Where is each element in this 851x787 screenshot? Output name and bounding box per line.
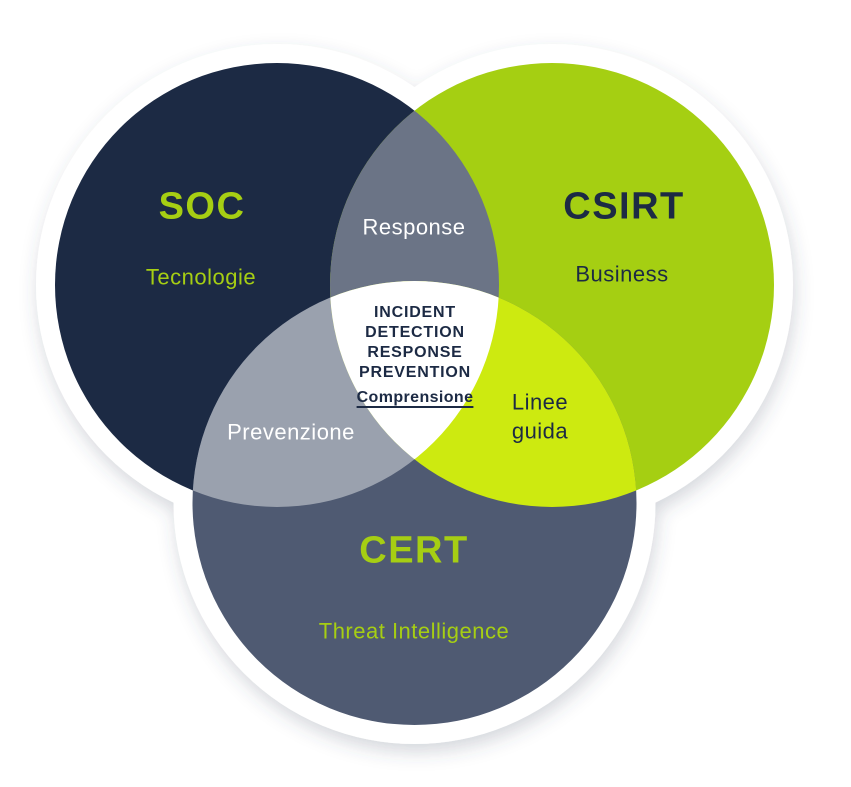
center-line: PREVENTION: [358, 364, 472, 381]
center-line: INCIDENT: [374, 304, 456, 321]
soc-title: SOC: [158, 185, 246, 228]
soc-csirt-overlap-label: Response: [362, 214, 466, 240]
center-text-block: INCIDENT DETECTION RESPONSE PREVENTION: [359, 303, 471, 383]
csirt-subtitle: Business: [575, 261, 669, 287]
center-line: RESPONSE: [367, 344, 463, 361]
cert-title: CERT: [359, 529, 469, 572]
soc-cert-overlap-label: Prevenzione: [227, 419, 355, 445]
soc-subtitle: Tecnologie: [145, 264, 257, 290]
csirt-title: CSIRT: [563, 185, 685, 228]
cert-subtitle: Threat Intelligence: [318, 618, 510, 644]
center-footer-label: Comprensione: [356, 389, 474, 406]
csirt-cert-overlap-label: Linee guida: [511, 389, 569, 443]
center-line: DETECTION: [365, 324, 465, 341]
